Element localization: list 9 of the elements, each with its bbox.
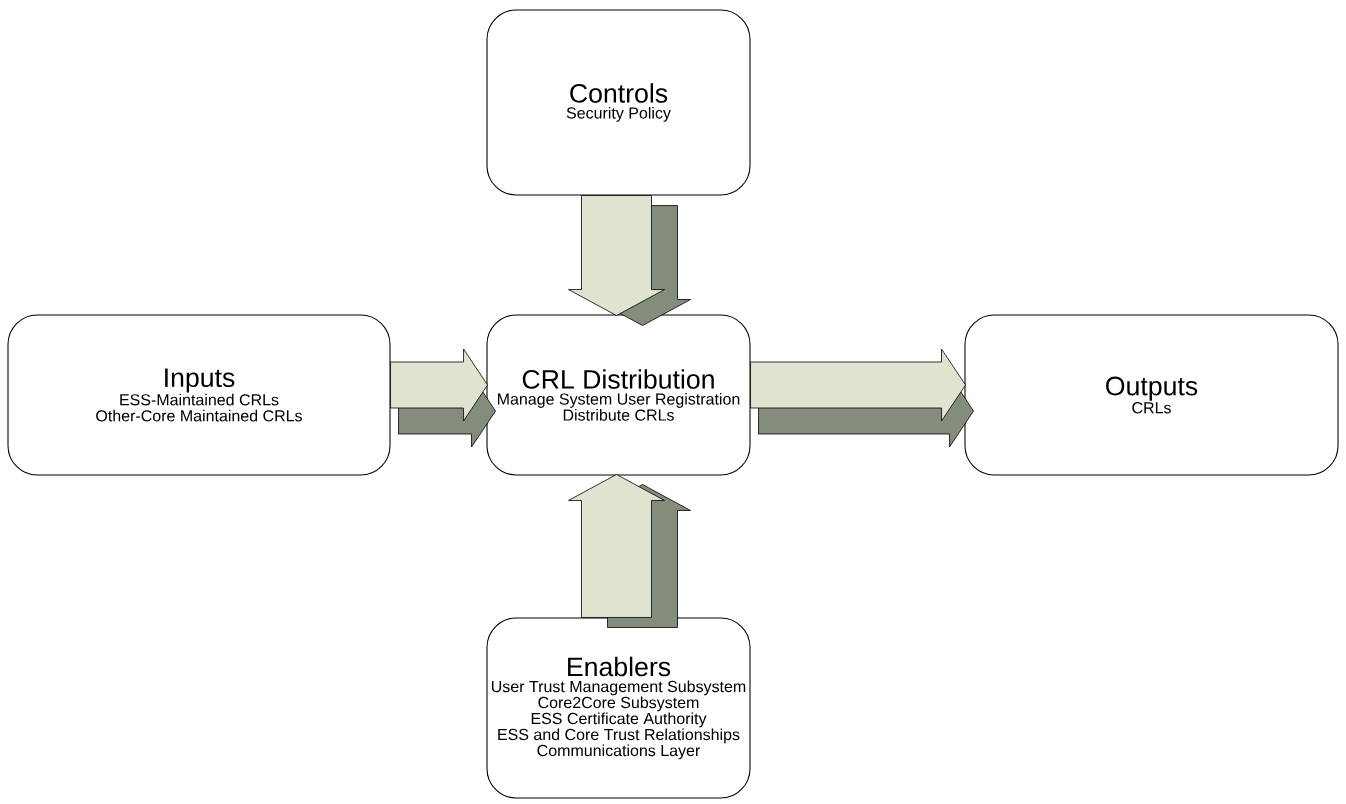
- block-arrow: [750, 348, 974, 448]
- process-box: Inputs ESS-Maintained CRLs Other-Core Maintained CRLs: [7, 314, 391, 476]
- block-arrow: [568, 195, 691, 326]
- process-box: Outputs CRLs: [964, 314, 1339, 476]
- process-box: Controls Security Policy: [486, 9, 751, 196]
- block-arrow: [568, 474, 691, 628]
- block-arrow: [390, 348, 496, 448]
- process-box: CRL Distribution Manage System User Registration Distribute CRLs: [486, 314, 751, 476]
- process-box: Enablers User Trust Management Subsystem Core2Core Subsystem ESS Certificate Authority ESS and Core Trust Relationships Communications Layer: [486, 617, 751, 799]
